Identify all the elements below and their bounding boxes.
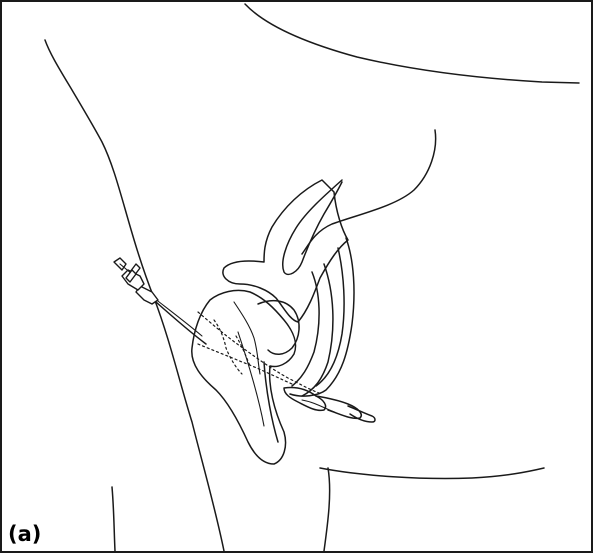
forearm-inner-outline bbox=[316, 248, 344, 386]
lower-leg-outline bbox=[264, 362, 278, 442]
abdomen-outline bbox=[320, 468, 544, 479]
humerus-tubercle-line bbox=[234, 302, 260, 374]
thigh-back-outline bbox=[302, 130, 436, 254]
carpal-bones bbox=[284, 387, 326, 410]
joint-space-dotted bbox=[214, 320, 242, 374]
hind-limb-outline bbox=[324, 468, 330, 551]
scapular-spine bbox=[283, 180, 342, 274]
trunk-outline bbox=[245, 4, 579, 83]
joint-capsule bbox=[258, 301, 299, 355]
leg-front-outline bbox=[45, 40, 224, 551]
needle-shaft bbox=[156, 302, 206, 344]
front-limb-outline bbox=[112, 487, 115, 551]
panel-label: (a) bbox=[8, 524, 41, 545]
